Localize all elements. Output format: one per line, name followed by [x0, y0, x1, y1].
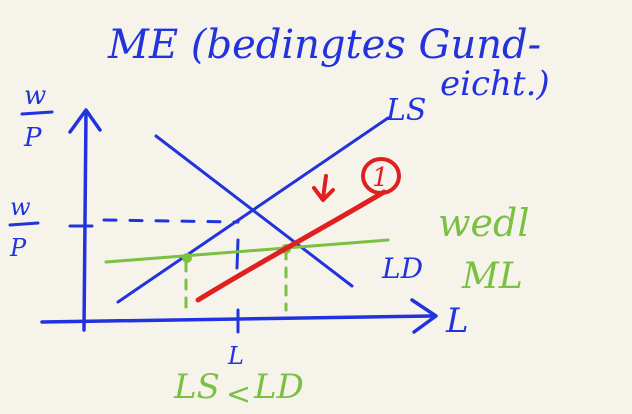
labor-demand-label: LD — [381, 252, 423, 285]
y-tick-label-w: w — [10, 193, 31, 221]
labor-demand-curve — [154, 134, 354, 288]
labor-demanded-label: LD — [253, 367, 304, 407]
minimum-wage-line — [104, 238, 390, 264]
labor-supply-label: LS — [385, 93, 426, 128]
x-axis-arrow — [410, 298, 438, 334]
red-circled-number: 1 — [372, 163, 389, 193]
red-circled-marker — [361, 157, 401, 195]
y-axis-label-w: w — [24, 81, 46, 111]
y-axis — [82, 110, 88, 332]
x-tick-label: L — [227, 342, 244, 370]
green-annotation-line-1: wedl — [438, 201, 530, 245]
red-down-arrow — [321, 174, 328, 200]
equilibrium-wage-dashed-line — [102, 218, 240, 224]
y-tick-label-p: P — [9, 234, 27, 262]
y-tick-fraction-bar — [8, 221, 40, 227]
green-annotation-line-2: ML — [461, 256, 523, 297]
title-line-2: eicht.) — [440, 64, 550, 104]
title-line-1: ME (bedingtes Gund- — [107, 22, 541, 68]
y-axis-label-fraction-bar — [20, 110, 54, 116]
supply-intersection-point — [182, 253, 192, 263]
y-axis-arrow — [68, 108, 102, 134]
red-down-arrow-head — [312, 186, 335, 202]
red-shifted-curve — [195, 189, 387, 303]
x-axis-label: L — [445, 301, 469, 341]
less-than-sign: < — [226, 377, 251, 412]
y-axis-label-p: P — [23, 123, 42, 153]
equilibrium-employment-dash — [235, 238, 240, 270]
labor-supplied-label: LS — [173, 367, 220, 407]
